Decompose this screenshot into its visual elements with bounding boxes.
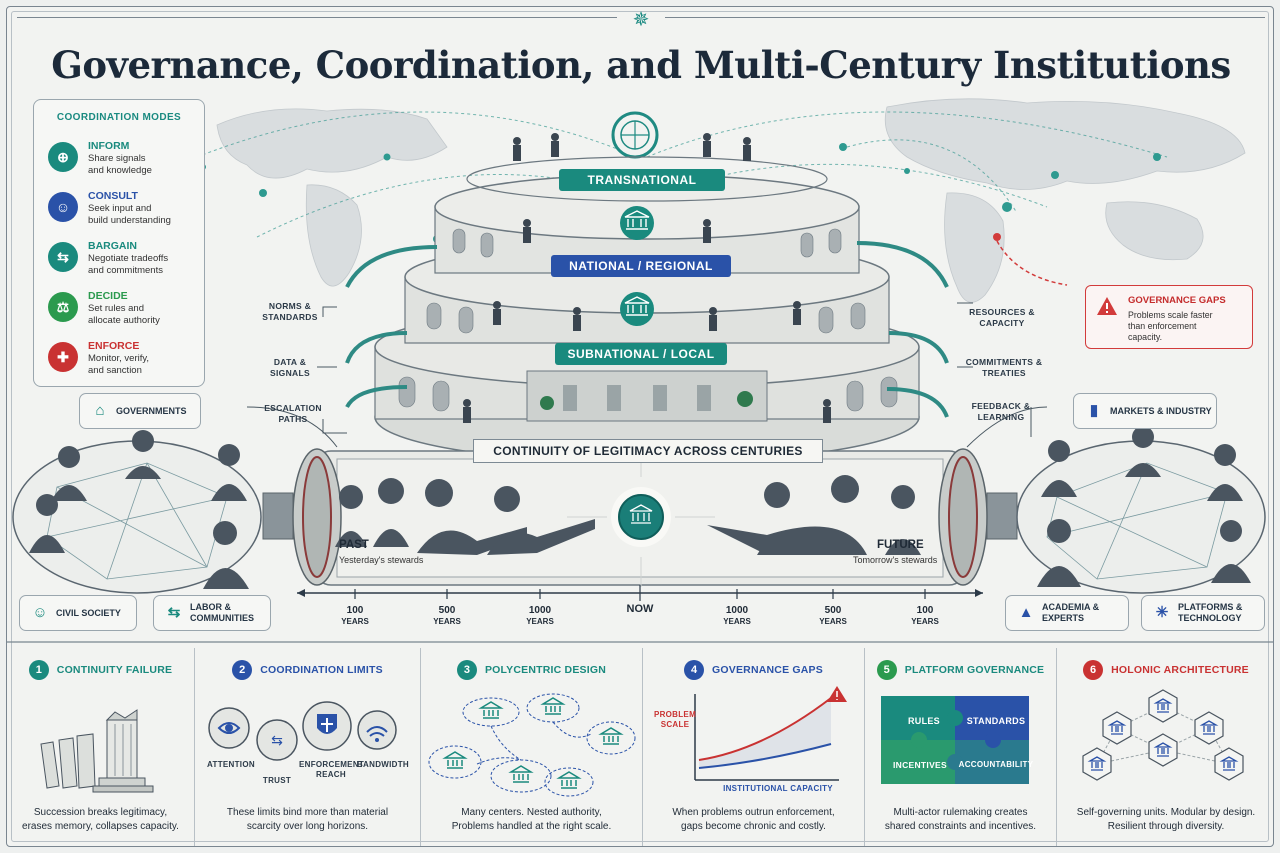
handshake-icon: ⇆ xyxy=(48,242,78,272)
top-rule-right xyxy=(665,17,1265,18)
people-icon: ☺ xyxy=(48,192,78,222)
graduation-cap-icon: ▲ xyxy=(1018,604,1034,621)
svg-text:⇆: ⇆ xyxy=(271,733,283,749)
future-label: FUTURE xyxy=(877,539,924,551)
mode-enforce: ✚ ENFORCE Monitor, verify,and sanction xyxy=(48,340,204,386)
inner-border xyxy=(11,11,1269,842)
flow-feedback: FEEDBACK &LEARNING xyxy=(971,401,1031,422)
top-rule-left xyxy=(17,17,617,18)
hexagon-network xyxy=(1082,689,1244,781)
scene-illustration xyxy=(7,98,1273,643)
flow-data: DATA &SIGNALS xyxy=(270,357,310,378)
seal-icon xyxy=(618,494,664,540)
compass-icon: ✵ xyxy=(632,9,650,31)
warning-icon xyxy=(1097,297,1117,315)
gap-node xyxy=(993,233,1001,241)
actor-markets: ▮ MARKETS & INDUSTRY xyxy=(1073,393,1217,429)
flow-commitments: COMMITMENTS &TREATIES xyxy=(965,357,1043,378)
actor-labor: ⇆ LABOR &COMMUNITIES xyxy=(153,595,271,631)
right-actor-circle xyxy=(1016,426,1266,594)
gears-illustration: ⇆ xyxy=(208,701,397,761)
timeline-now: NOW xyxy=(626,603,654,615)
past-label: PAST xyxy=(339,539,369,551)
handshake-icon: ⇆ xyxy=(167,604,181,621)
timeline xyxy=(297,585,983,601)
continuity-banner: CONTINUITY OF LEGITIMACY ACROSS CENTURIE… xyxy=(473,439,823,463)
right-flow-arrows xyxy=(856,241,949,418)
chart-icon: ▮ xyxy=(1089,402,1099,419)
network-icon: ✳ xyxy=(1155,604,1169,621)
flow-connector-lines xyxy=(246,302,1048,448)
level-subnational: SUBNATIONAL / LOCAL xyxy=(555,343,727,365)
broken-column-icon xyxy=(40,709,154,793)
infographic-frame: ✵ Governance, Coordination, and Multi-Ce… xyxy=(6,6,1274,847)
actor-platforms: ✳ PLATFORMS &TECHNOLOGY xyxy=(1141,595,1265,631)
future-sub: Tomorrow's stewards xyxy=(853,555,938,565)
legitimacy-scroll xyxy=(262,447,1018,587)
puzzle-illustration xyxy=(881,696,1029,784)
gap-chart xyxy=(694,686,847,781)
flow-norms: NORMS &STANDARDS xyxy=(262,301,318,322)
temple-icon xyxy=(442,697,624,789)
world-map xyxy=(216,98,1246,303)
page-title: Governance, Coordination, and Multi-Cent… xyxy=(51,43,1231,87)
actor-academia: ▲ ACADEMIA &EXPERTS xyxy=(1005,595,1129,631)
flow-resources: RESOURCES &CAPACITY xyxy=(969,307,1035,328)
people-icon: ☺ xyxy=(32,604,48,621)
left-actor-circle xyxy=(12,430,262,594)
polycentric-network xyxy=(428,693,636,797)
gap-arc xyxy=(996,240,1068,286)
actor-governments: ⌂ GOVERNMENTS xyxy=(79,393,201,429)
national-temple-icon xyxy=(620,206,654,240)
info-icon: ⊕ xyxy=(48,142,78,172)
actor-civil-society: ☺ CIVIL SOCIETY xyxy=(19,595,137,631)
subnational-temple-icon xyxy=(620,292,654,326)
shield-icon: ✚ xyxy=(48,342,78,372)
scales-icon: ⚖ xyxy=(48,292,78,322)
coordination-modes-panel: COORDINATION MODES ⊕ INFORM Share signal… xyxy=(33,99,205,387)
un-emblem-icon xyxy=(611,111,659,159)
level-national: NATIONAL / REGIONAL xyxy=(551,255,731,277)
coordination-modes-title: COORDINATION MODES xyxy=(56,112,182,123)
temple-icon: ⌂ xyxy=(95,402,105,419)
level-transnational: TRANSNATIONAL xyxy=(559,169,725,191)
left-flow-arrows xyxy=(345,245,438,409)
past-sub: Yesterday's stewards xyxy=(339,555,424,565)
